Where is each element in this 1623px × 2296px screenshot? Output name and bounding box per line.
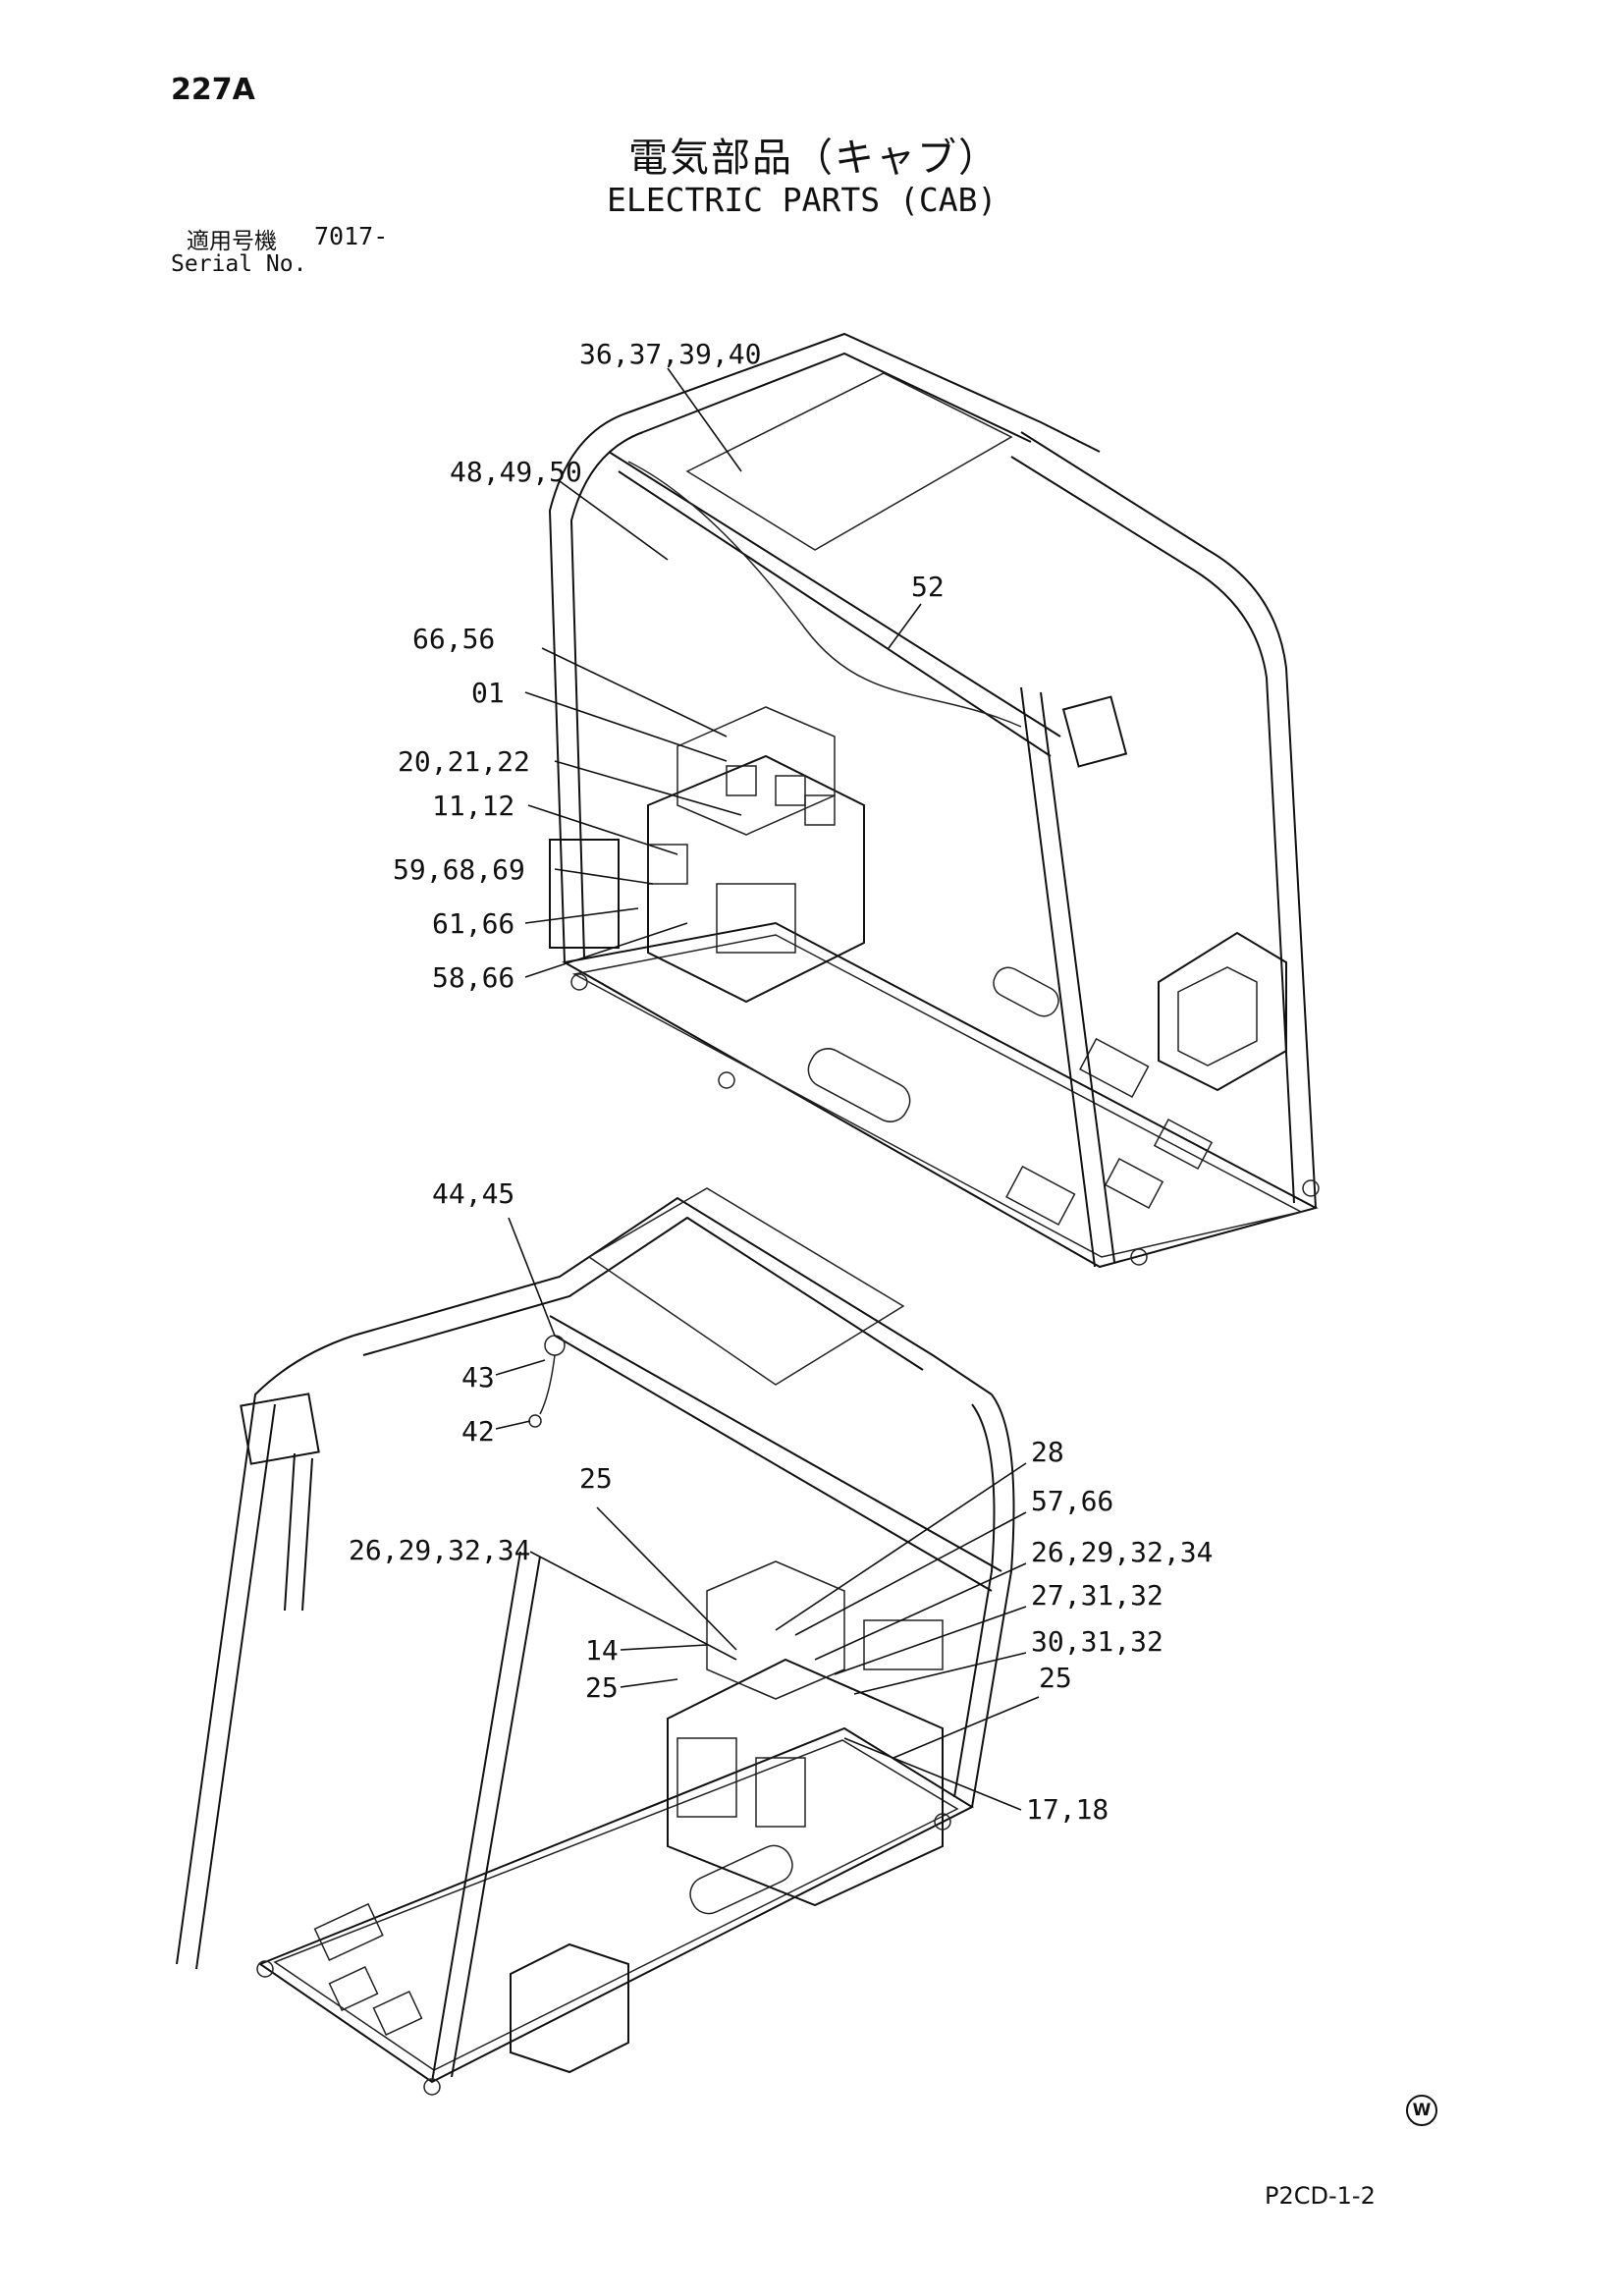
callout-52: 52 — [911, 571, 945, 603]
callout-61-66: 61,66 — [432, 907, 514, 940]
callout-57-66: 57,66 — [1031, 1485, 1113, 1517]
leader-lines-bottom — [495, 1217, 1040, 1811]
copyright-w-mark: W — [1406, 2095, 1437, 2126]
callout-20-21-22: 20,21,22 — [398, 745, 530, 778]
callout-26-29-32-34-right: 26,29,32,34 — [1031, 1536, 1213, 1568]
electric-box-top — [647, 754, 865, 1004]
serial-number-value: 7017- — [314, 222, 389, 250]
callouts-bottom: 44,45 43 42 25 26,29,32,34 14 25 28 57,6… — [349, 1177, 1213, 1826]
callout-01: 01 — [471, 677, 505, 709]
callout-30-31-32: 30,31,32 — [1031, 1625, 1163, 1658]
callout-48-49-50: 48,49,50 — [450, 456, 582, 488]
callout-66-56: 66,56 — [412, 623, 495, 655]
callout-36-37-39-40: 36,37,39,40 — [579, 338, 761, 370]
page-title-japanese: 電気部品（キャブ） — [628, 136, 1000, 181]
floor-plate-top — [562, 921, 1319, 1269]
mirror-box — [240, 1393, 320, 1465]
page-number: 227A — [171, 73, 255, 107]
callout-11-12: 11,12 — [432, 790, 514, 822]
callout-58-66: 58,66 — [432, 961, 514, 994]
callout-28: 28 — [1031, 1436, 1064, 1468]
callout-59-68-69: 59,68,69 — [393, 853, 525, 886]
serial-label-english: Serial No. — [171, 251, 307, 277]
callout-44-45: 44,45 — [432, 1177, 514, 1210]
callout-43: 43 — [461, 1361, 495, 1394]
callout-27-31-32: 27,31,32 — [1031, 1579, 1163, 1612]
callout-17-18: 17,18 — [1026, 1793, 1109, 1826]
callout-14: 14 — [585, 1634, 619, 1667]
callout-25-upper: 25 — [579, 1462, 613, 1495]
callouts-top: 36,37,39,40 48,49,50 52 66,56 01 20,21,2… — [393, 338, 945, 994]
serial-label-japanese: 適用号機 — [187, 229, 277, 254]
drawing-code: P2CD-1-2 — [1265, 2182, 1376, 2210]
callout-25-left: 25 — [585, 1671, 619, 1704]
callout-42: 42 — [461, 1415, 495, 1448]
page-title-english: ELECTRIC PARTS (CAB) — [607, 181, 998, 219]
callout-26-29-32-34-left: 26,29,32,34 — [349, 1534, 530, 1566]
cab-frame-bottom-view — [176, 1187, 1015, 2096]
leader-lines-top — [524, 367, 922, 978]
electric-box-bottom — [667, 1658, 944, 1907]
callout-25-right: 25 — [1039, 1662, 1072, 1694]
cab-frame-top-view — [548, 332, 1320, 1269]
